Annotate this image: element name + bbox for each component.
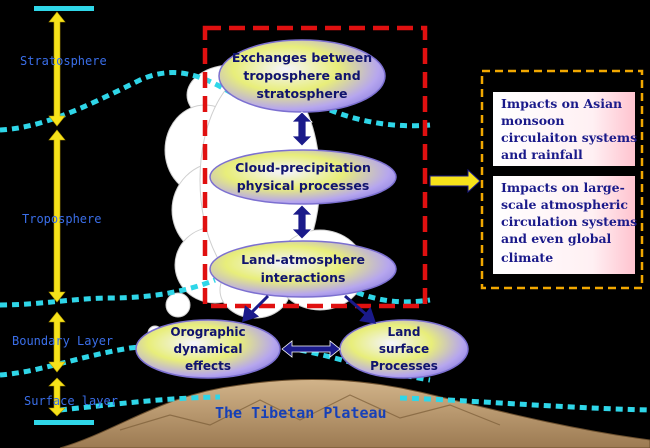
asian-line-3: circulaiton systems	[501, 130, 637, 145]
orographic-line-1: Orographic	[170, 325, 245, 339]
top-boundary-bar	[34, 6, 94, 11]
orographic-oval: Orographic dynamical effects	[135, 319, 281, 379]
cloud-line-1: Cloud-precipitation	[235, 160, 371, 175]
plateau-label: The Tibetan Plateau	[215, 404, 387, 422]
cloud-line-2: physical processes	[237, 178, 370, 193]
landatm-orographic-arrow	[248, 294, 270, 316]
landatm-landsurface-arrowhead	[359, 306, 377, 324]
stratosphere-arrow	[48, 11, 66, 127]
exchange-line-1: Exchanges between	[232, 50, 372, 65]
land-atm-line-2: interactions	[261, 270, 346, 285]
surface-layer-arrow	[48, 377, 66, 417]
surface-layer-label: Surface layer	[24, 394, 118, 408]
boundary-layer-top	[0, 277, 216, 308]
land-surface-line-3: Processes	[370, 359, 438, 373]
global-line-4: and even global	[501, 231, 612, 246]
ground-surface-line	[59, 394, 221, 413]
impacts-arrow	[429, 168, 481, 194]
orographic-line-3: effects	[185, 359, 231, 373]
cloud-precipitation-oval: Cloud-precipitation physical processes	[209, 149, 397, 205]
asian-line-4: and rainfall	[501, 147, 583, 162]
exchange-line-2: troposphere and	[243, 68, 360, 83]
tropopause-boundary	[0, 70, 242, 133]
global-line-5: climate	[501, 250, 553, 265]
asian-monsoon-impact-box: Impacts on Asian monsoon circulaiton sys…	[493, 92, 637, 166]
boundary-layer-top-right	[333, 280, 431, 305]
land-atm-line-1: Land-atmosphere	[241, 252, 365, 267]
orographic-line-2: dynamical	[174, 342, 243, 356]
exchange-line-3: stratosphere	[257, 86, 348, 101]
orographic-landsurface-arrow	[281, 340, 341, 358]
landatm-orographic-arrowhead	[242, 305, 260, 323]
cloud-bubble-large	[165, 292, 191, 318]
troposphere-arrow	[48, 129, 66, 303]
plateau-texture	[119, 394, 501, 431]
land-surface-line-1: Land	[388, 325, 421, 339]
impacts-group-box	[480, 69, 644, 290]
process-group-box	[202, 25, 428, 309]
global-line-2: scale atmospheric	[501, 197, 628, 212]
exchange-cloud-arrow	[291, 111, 313, 147]
asian-line-2: monsoon	[501, 113, 564, 128]
land-surface-oval: Land surface Processes	[339, 319, 469, 379]
boundary-layer-label: Boundary Layer	[12, 334, 113, 348]
global-line-3: circulation systems	[501, 214, 637, 229]
land-atmosphere-oval: Land-atmosphere interactions	[209, 240, 397, 298]
global-climate-impact-box: Impacts on large- scale atmospheric circ…	[493, 176, 637, 274]
asian-line-1: Impacts on Asian	[501, 96, 622, 111]
land-surface-line-2: surface	[379, 342, 429, 356]
landatm-landsurface-arrow	[344, 294, 369, 318]
bottom-boundary-bar	[34, 420, 94, 425]
troposphere-label: Troposphere	[22, 212, 101, 226]
boundary-layer-arrow	[48, 311, 66, 373]
stratosphere-label: Stratosphere	[20, 54, 107, 68]
exchange-oval: Exchanges between troposphere and strato…	[218, 39, 386, 113]
ground-surface-line-right	[399, 395, 650, 413]
cloud-landatm-arrow	[291, 204, 313, 240]
global-line-1: Impacts on large-	[501, 180, 625, 195]
tropopause-boundary-right	[329, 107, 431, 129]
